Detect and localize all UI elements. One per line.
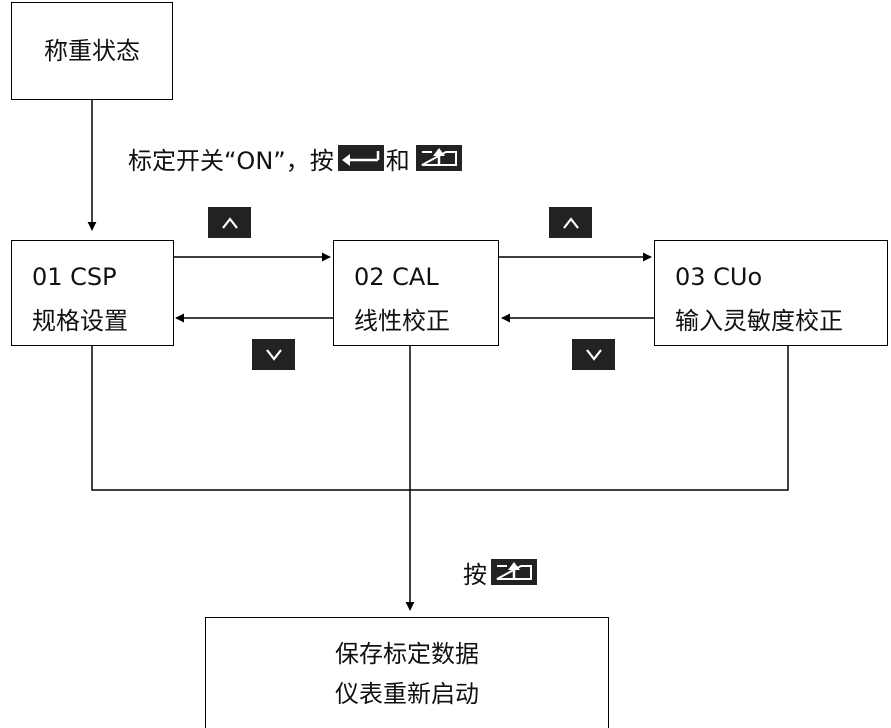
csp-name: 规格设置 — [32, 307, 128, 335]
restart-label: 仪表重新启动 — [335, 680, 479, 708]
enter-key-icon — [337, 145, 384, 171]
cal-code: 02 CAL — [354, 263, 439, 291]
csp-box: 01 CSP 规格设置 — [11, 240, 174, 346]
weighing-state-label: 称重状态 — [44, 37, 140, 65]
down-key-icon-1 — [252, 339, 295, 370]
confirm-key-icon-2 — [491, 559, 537, 585]
cuo-name: 输入灵敏度校正 — [675, 307, 843, 335]
calibration-instruction-text: 标定开关“ON”，按 — [128, 146, 334, 175]
confirm-key-icon — [415, 145, 462, 171]
save-data-label: 保存标定数据 — [335, 640, 479, 668]
cuo-code: 03 CUo — [675, 263, 763, 291]
save-restart-box: 保存标定数据 仪表重新启动 — [205, 617, 609, 728]
csp-code: 01 CSP — [32, 263, 117, 291]
cal-name: 线性校正 — [354, 307, 450, 335]
cuo-box: 03 CUo 输入灵敏度校正 — [654, 240, 888, 346]
press-text: 按 — [463, 560, 487, 589]
weighing-state-box: 称重状态 — [11, 2, 173, 100]
return-bus-line — [91, 346, 789, 491]
press-confirm-instruction: 按 — [463, 554, 537, 590]
up-key-icon-1 — [208, 207, 251, 238]
up-key-icon-2 — [549, 207, 592, 238]
down-key-icon-2 — [572, 339, 615, 370]
calibration-instruction: 标定开关“ON”，按 和 — [128, 140, 462, 176]
cal-box: 02 CAL 线性校正 — [333, 240, 499, 346]
and-text: 和 — [385, 146, 410, 175]
